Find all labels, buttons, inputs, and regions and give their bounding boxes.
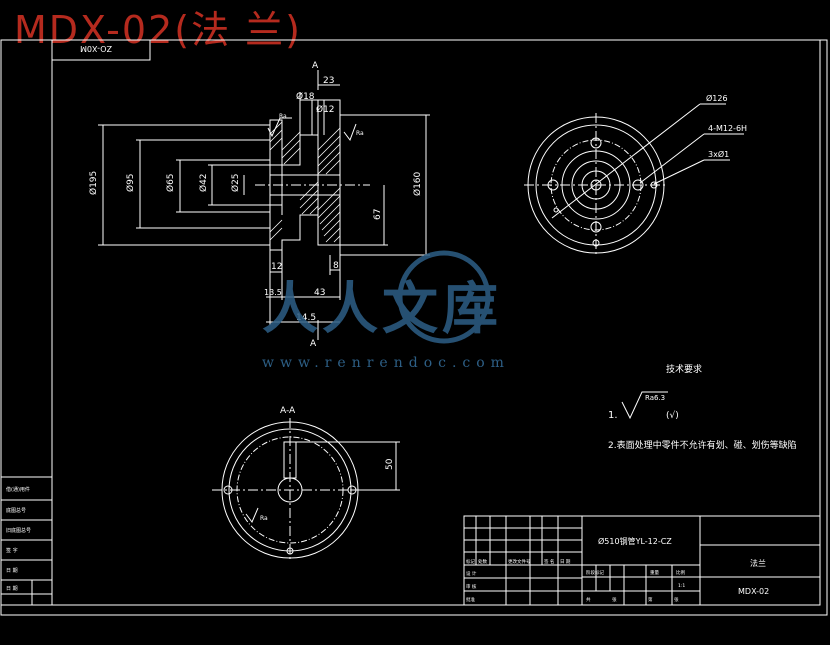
drawing-code-box [51,39,151,61]
strip-cell-4: 签 字 [6,547,18,554]
cell-scale: 比例 [676,569,685,576]
sheet-no: 张 [612,596,617,603]
cell-ratio: 1:1 [678,583,685,589]
dim-d18: Ø18 [296,91,315,102]
front-section-view [98,70,430,340]
row-design: 设 计 [466,570,477,577]
dim-d195: Ø195 [88,171,99,195]
dim-w13-5: 13.5 [264,288,282,297]
section-roughness: Ra [260,515,268,522]
dim-d25: Ø25 [230,173,241,192]
inner-frame [51,39,821,606]
tech-item2: 2.表面处理中零件不允许有划、碰、划伤等缺陷 [608,439,797,451]
left-strip-labels: 借(通)用件 底图总号 旧底图总号 签 字 日 期 日 期 [6,486,31,592]
material-spec: Ø510钢管YL-12-CZ [598,536,672,546]
strip-cell-6: 日 期 [6,586,18,592]
strip-cell-2: 底图总号 [6,507,26,514]
dim-d126: Ø126 [706,93,728,103]
dim-h67: 67 [373,209,383,220]
part-name: 法兰 [750,558,766,568]
dim-w12: 12 [271,262,282,272]
col-sign: 签 名 [544,558,554,565]
side-view [524,103,744,257]
drawing-code-text: ZO-X0M [80,44,112,53]
strip-cell-3: 旧底图总号 [6,527,31,534]
roughness-symbol [621,391,668,420]
cell-weight: 重量 [650,569,659,576]
left-strip-table [0,476,53,606]
watermark-logo-text: 人人文库 [262,277,502,342]
roughness-a: Ra [279,113,287,120]
title-block-text: Ø510钢管YL-12-CZ 法兰 MDX-02 标记 处数 更改文件号 签 名… [466,536,769,603]
dim-w8: 8 [333,261,339,271]
strip-cell-1: 借(通)用件 [6,486,30,493]
section-marker-bottom: A [310,339,317,349]
thread-callout: 4-M12-6H [708,124,747,133]
sheet-total: 共 [586,596,591,603]
hole-callout: 3xØ1 [708,149,729,159]
section-view-label: A-A [280,406,296,416]
dim-d42: Ø42 [198,173,209,192]
col-date: 日 期 [560,559,571,565]
dim-w43: 43 [314,288,325,298]
drawing-title: MDX-02(法 兰) [14,8,302,52]
tech-heading: 技术要求 [666,363,702,375]
tech-requirements: 技术要求 1. Ra6.3 (√) 2.表面处理中零件不允许有划、碰、划伤等缺陷 [608,363,797,451]
sheet-page: 张 [674,596,679,603]
section-aa-labels: A-A 50 Ra [260,406,395,522]
tech-item1-number: 1. [608,410,618,421]
watermark-url: www.renrendoc.com [262,355,510,371]
drawing-number: MDX-02 [738,587,769,596]
dim-h50: 50 [385,458,395,470]
side-view-labels: Ø126 4-M12-6H 3xØ1 [706,93,747,159]
dim-w23: 23 [323,76,334,86]
roughness-b: Ra [356,130,364,137]
col-mark: 标记 [466,558,475,565]
watermark-logo: 人人文库 [262,250,502,344]
dim-w14-5: 14.5 [296,313,316,323]
dim-d12: Ø12 [316,104,335,115]
title-block [463,515,821,606]
dim-d95: Ø95 [125,173,136,192]
row-approve: 批准 [466,596,475,603]
section-aa-view [212,418,400,562]
dim-d65: Ø65 [165,173,176,192]
col-count: 处数 [478,558,487,565]
col-doc: 更改文件号 [508,558,531,565]
dim-d160: Ø160 [412,171,423,196]
row-check: 审 核 [466,583,477,590]
strip-cell-5: 日 期 [6,568,18,574]
sheet-of: 第 [648,596,653,603]
section-marker-top: A [312,61,319,71]
tech-item1-paren: (√) [666,410,679,421]
cell-stage: 阶段标记 [586,569,604,576]
tech-item1-ra: Ra6.3 [645,394,665,402]
front-view-dimensions: A A Ø195 Ø95 Ø65 Ø42 Ø25 Ø18 Ø12 23 Ø160… [88,61,423,349]
